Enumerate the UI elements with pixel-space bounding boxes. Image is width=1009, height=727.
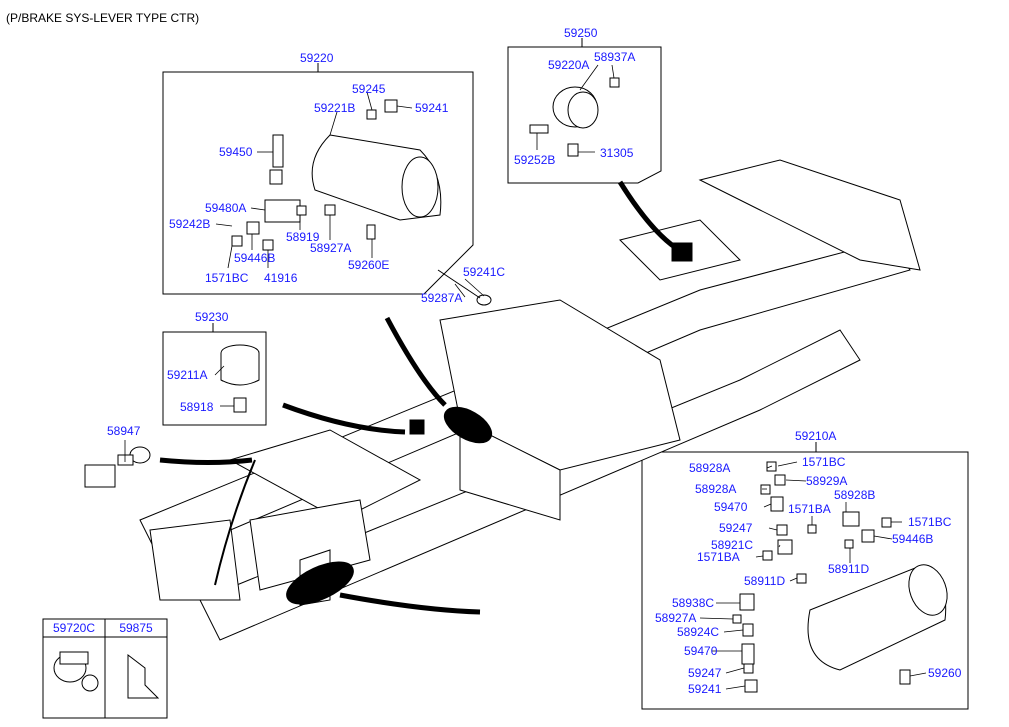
part-label-58928A-1[interactable]: 58928A: [689, 461, 731, 475]
part-label-59470-1[interactable]: 59470: [714, 500, 748, 514]
tanks: [286, 242, 693, 605]
part-label-59470-2[interactable]: 59470: [684, 644, 718, 658]
part-label-59247-2[interactable]: 59247: [688, 666, 722, 680]
part-label-59220A[interactable]: 59220A: [548, 58, 590, 72]
part-label-31305[interactable]: 31305: [600, 146, 634, 160]
part-label-1571BA-2[interactable]: 1571BA: [697, 550, 740, 564]
part-label-59260E[interactable]: 59260E: [348, 258, 390, 272]
part-label-59446B[interactable]: 59446B: [234, 251, 276, 265]
part-label-59252B[interactable]: 59252B: [514, 153, 556, 167]
tank-59221B: [311, 134, 442, 221]
part-label-1571BC-r2[interactable]: 1571BC: [908, 515, 952, 529]
part-label-58918[interactable]: 58918: [180, 400, 214, 414]
group-box-59210A: [641, 451, 969, 710]
part-label-58927A[interactable]: 58927A: [310, 241, 352, 255]
part-label-58924C[interactable]: 58924C: [677, 625, 720, 639]
part-label-58921C[interactable]: 58921C: [711, 538, 754, 552]
group-label-59230[interactable]: 59230: [195, 310, 229, 324]
part-label-59446B-r[interactable]: 59446B: [892, 532, 934, 546]
group-box-59220: [162, 71, 474, 295]
part-label-1571BC[interactable]: 1571BC: [205, 271, 249, 285]
chassis-frame: [139, 159, 921, 641]
pointer-lines: [159, 180, 678, 615]
part-label-59221B[interactable]: 59221B: [314, 101, 356, 115]
group-label-59250[interactable]: 59250: [564, 26, 598, 40]
part-label-58911D-2[interactable]: 58911D: [828, 562, 870, 576]
part-label-58938C[interactable]: 58938C: [672, 596, 715, 610]
part-label-59211A[interactable]: 59211A: [167, 368, 208, 382]
table-col-59720C[interactable]: 59720C: [52, 621, 96, 635]
part-label-59450[interactable]: 59450: [219, 145, 253, 159]
part-label-58928B[interactable]: 58928B: [834, 488, 876, 502]
part-label-59241C[interactable]: 59241C: [463, 265, 506, 279]
part-label-1571BA-1[interactable]: 1571BA: [788, 502, 831, 516]
table-icons: [53, 651, 160, 699]
leader-lines: [124, 64, 927, 690]
part-label-58911D-1[interactable]: 58911D: [744, 574, 786, 588]
part-label-1571BC-r1[interactable]: 1571BC: [802, 455, 846, 469]
small-fittings: [231, 99, 398, 251]
table-col-59875[interactable]: 59875: [119, 621, 153, 635]
part-label-41916[interactable]: 41916: [264, 271, 298, 285]
part-label-59480A[interactable]: 59480A: [205, 201, 247, 215]
part-label-58929A[interactable]: 58929A: [806, 474, 848, 488]
valve-58947: [84, 446, 151, 488]
group-box-59250: [507, 46, 662, 184]
part-label-59260[interactable]: 59260: [928, 666, 962, 680]
part-label-58937A[interactable]: 58937A: [594, 50, 636, 64]
part-label-58927A-r[interactable]: 58927A: [655, 611, 697, 625]
part-label-59242B[interactable]: 59242B: [169, 217, 211, 231]
part-label-59241-r[interactable]: 59241: [688, 682, 722, 696]
chamber-59211A: [220, 344, 260, 413]
cable-59241C: [437, 269, 492, 306]
part-label-59247-1[interactable]: 59247: [719, 521, 753, 535]
part-label-58947[interactable]: 58947: [107, 424, 141, 438]
chamber-59220A: [529, 77, 620, 157]
part-label-59287A[interactable]: 59287A: [421, 291, 463, 305]
part-label-58928A-2[interactable]: 58928A: [695, 482, 737, 496]
part-label-58919[interactable]: 58919: [286, 230, 320, 244]
diagram-title: (P/BRAKE SYS-LEVER TYPE CTR): [6, 11, 200, 25]
part-label-59241[interactable]: 59241: [415, 101, 449, 115]
part-label-59245[interactable]: 59245: [352, 82, 386, 96]
tank-59210A: [807, 564, 948, 671]
valve-59480A: [264, 134, 301, 223]
group-label-59210A[interactable]: 59210A: [795, 429, 837, 443]
fittings-59210A: [732, 461, 911, 693]
group-label-59220[interactable]: 59220: [300, 51, 334, 65]
group-box-59230: [162, 331, 267, 426]
